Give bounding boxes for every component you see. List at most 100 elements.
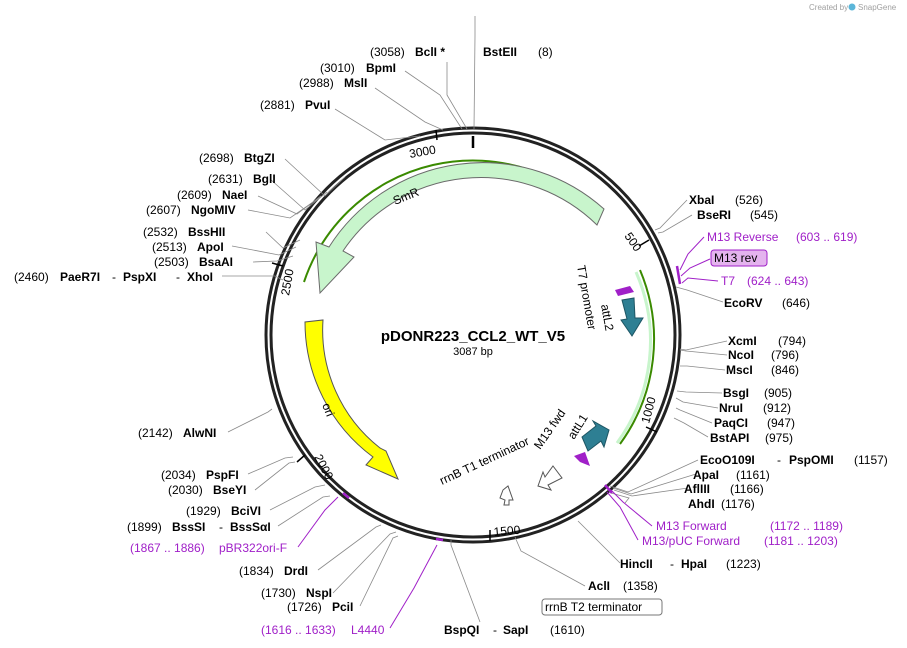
enzyme-alwni[interactable]: AlwNI <box>183 426 216 440</box>
primer-leader-lines <box>297 236 719 629</box>
enzyme-naei[interactable]: NaeI <box>222 188 247 202</box>
enzyme-msli[interactable]: MslI <box>344 76 367 90</box>
enzyme-hincii[interactable]: HincII <box>620 557 653 571</box>
enzyme-btgzi[interactable]: BtgZI <box>244 151 275 165</box>
m13-forward-mark[interactable] <box>604 484 613 494</box>
t7-promoter-label: T7 promoter <box>574 264 599 331</box>
enzyme-paer7i[interactable]: PaeR7I <box>60 270 100 284</box>
enzyme-ncoi[interactable]: NcoI <box>728 348 754 362</box>
t7-promoter-mark[interactable] <box>615 286 634 296</box>
enzyme-pos-bsgi: (905) <box>764 386 792 400</box>
enzyme-sapi[interactable]: SapI <box>503 623 528 637</box>
right-fill-arc <box>615 271 652 444</box>
primer-m13-rev[interactable]: M13 rev <box>714 251 757 265</box>
m13-fwd-label: M13 fwd <box>531 407 568 452</box>
rrnb-t1-terminator-label: rrnB T1 terminator <box>437 434 531 488</box>
enzyme-apoi[interactable]: ApoI <box>197 240 224 254</box>
enzyme-nspi[interactable]: NspI <box>306 586 332 600</box>
tick-mark-3000 <box>435 129 438 141</box>
enzyme-pos-bseyi: (2030) <box>168 483 203 497</box>
enzyme-pos-msli: (2988) <box>299 76 334 90</box>
enzyme-paqci[interactable]: PaqCI <box>714 416 748 430</box>
m13-rev-highlight-box <box>710 249 768 267</box>
primer-m13-forward[interactable]: M13 Forward <box>656 519 727 533</box>
enzyme-ahdi[interactable]: AhdI <box>688 497 715 511</box>
enzyme-pvui[interactable]: PvuI <box>305 98 330 112</box>
enzyme-bseyi[interactable]: BseYI <box>213 483 246 497</box>
primer-pbr322ori-f[interactable]: pBR322ori-F <box>219 541 287 555</box>
enzyme-ecorv[interactable]: EcoRV <box>724 296 762 310</box>
enzyme-pos-alwni: (2142) <box>138 426 173 440</box>
tick-mark-1000 <box>645 426 658 433</box>
enzyme-ecoo109i[interactable]: EcoO109I <box>700 453 755 467</box>
primer-m13-forward-range: (1172 .. 1189) <box>770 519 843 533</box>
right-outline-arc <box>619 269 655 445</box>
separator-dash: - <box>176 270 180 284</box>
enzyme-bpmi[interactable]: BpmI <box>366 61 396 75</box>
m13-reverse-mark[interactable] <box>675 265 682 285</box>
rrnb-t2-terminator-arrow[interactable] <box>499 485 514 506</box>
enzyme-ngomiv[interactable]: NgoMIV <box>191 203 236 217</box>
separator-dash: - <box>670 557 674 571</box>
m13-fwd-mark[interactable] <box>574 452 590 466</box>
primer-m13-puc-forward[interactable]: M13/pUC Forward <box>642 534 740 548</box>
enzyme-xhoi[interactable]: XhoI <box>187 270 213 284</box>
enzyme-pos-ecorv: (646) <box>782 296 810 310</box>
attl2-feature-arrow[interactable] <box>620 297 644 337</box>
ori-feature-arrow[interactable] <box>304 319 399 480</box>
enzyme-afliii[interactable]: AflIII <box>684 482 710 496</box>
enzyme-pos-bsshii: (2532) <box>143 225 178 239</box>
smr-feature-arrow[interactable] <box>315 162 605 295</box>
enzyme-pos-nspi: (1730) <box>261 586 296 600</box>
enzyme-acli[interactable]: AclI <box>588 579 610 593</box>
enzyme-bgli[interactable]: BglI <box>253 172 276 186</box>
enzyme-drdi[interactable]: DrdI <box>284 564 308 578</box>
enzyme-pos-bcli: (3058) <box>370 45 405 59</box>
enzyme-bsssai[interactable]: BssSαI <box>230 520 271 534</box>
enzyme-pos-pvui: (2881) <box>260 98 295 112</box>
backbone-outer-ring <box>264 126 682 544</box>
enzyme-bsgi[interactable]: BsgI <box>723 386 749 400</box>
enzyme-pos-bsteii: (8) <box>538 45 553 59</box>
enzyme-pspomi[interactable]: PspOMI <box>789 453 834 467</box>
enzyme-bcli[interactable]: BclI * <box>415 45 445 59</box>
enzyme-bcivi[interactable]: BciVI <box>231 504 261 518</box>
enzyme-hpai[interactable]: HpaI <box>681 557 707 571</box>
enzyme-pos-drdi: (1834) <box>239 564 274 578</box>
enzyme-bstapi[interactable]: BstAPI <box>710 431 749 445</box>
enzyme-pcii[interactable]: PciI <box>332 600 353 614</box>
enzyme-pspfi[interactable]: PspFI <box>206 468 239 482</box>
enzyme-bsteii[interactable]: BstEII <box>483 45 517 59</box>
enzyme-pspxi[interactable]: PspXI <box>123 270 156 284</box>
enzyme-bspqi[interactable]: BspQI <box>444 623 479 637</box>
enzyme-pos-bgli: (2631) <box>208 172 243 186</box>
enzyme-pos-afliii: (1166) <box>730 482 764 496</box>
enzyme-pos-paer7i: (2460) <box>14 270 49 284</box>
enzyme-pos-bspqi: (1610) <box>550 623 585 637</box>
enzyme-pos-naei: (2609) <box>177 188 212 202</box>
ori-label: ori <box>319 401 337 419</box>
attl2-label: attL2 <box>598 303 616 332</box>
enzyme-bsssi[interactable]: BssSI <box>172 520 205 534</box>
enzyme-xbai[interactable]: XbaI <box>689 193 714 207</box>
enzyme-bsaai[interactable]: BsaAI <box>199 255 233 269</box>
primer-t7[interactable]: T7 <box>721 274 735 288</box>
enzyme-nrui[interactable]: NruI <box>719 401 743 415</box>
primer-m13-reverse[interactable]: M13 Reverse <box>707 230 779 244</box>
enzyme-pos-nrui: (912) <box>763 401 791 415</box>
primer-l4440[interactable]: L4440 <box>351 623 385 637</box>
enzyme-xcmi[interactable]: XcmI <box>728 334 757 348</box>
primer-m13-reverse-range: (603 .. 619) <box>796 230 857 244</box>
enzyme-bsshii[interactable]: BssHII <box>188 225 225 239</box>
enzyme-pos-btgzi: (2698) <box>199 151 234 165</box>
enzyme-bseri[interactable]: BseRI <box>697 208 731 222</box>
attl1-feature-arrow[interactable] <box>581 419 610 452</box>
enzyme-msci[interactable]: MscI <box>726 363 753 377</box>
pbr322ori-f-mark[interactable] <box>342 492 350 499</box>
l4440-mark[interactable] <box>435 537 444 542</box>
enzyme-apai[interactable]: ApaI <box>693 468 719 482</box>
rrnb-t1-terminator-arrow[interactable] <box>537 465 563 491</box>
enzyme-pos-ahdi: (1176) <box>721 497 755 511</box>
plasmid-name: pDONR223_CCL2_WT_V5 <box>381 328 565 345</box>
enzyme-pos-msci: (846) <box>771 363 799 377</box>
